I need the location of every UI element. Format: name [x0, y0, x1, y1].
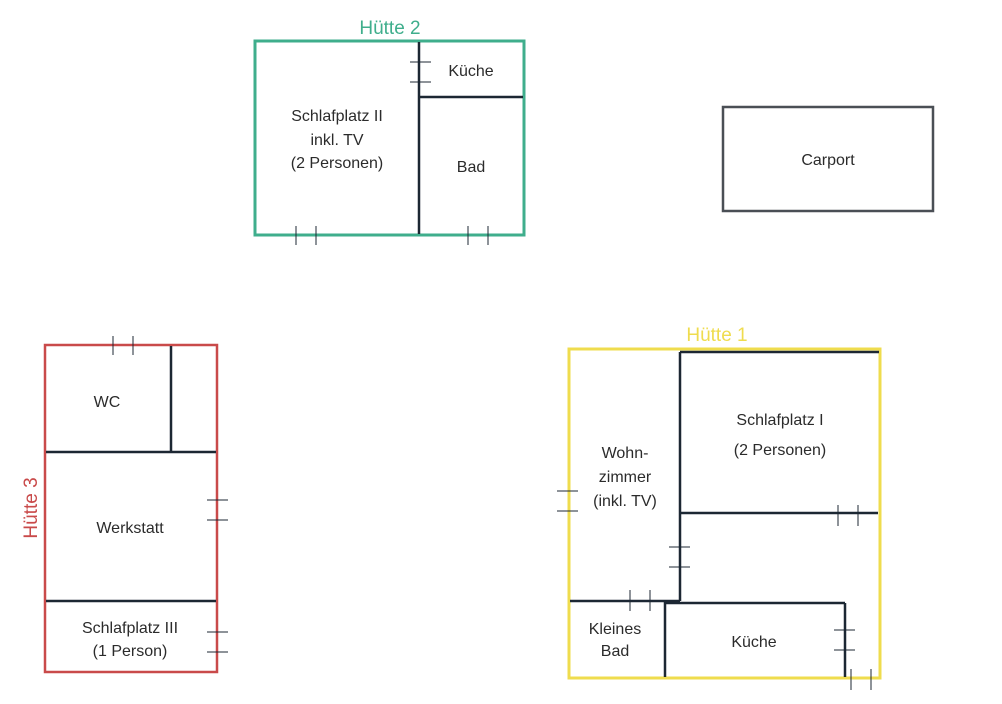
carport-label: Carport: [801, 152, 855, 169]
carport-outline: [721, 105, 935, 213]
room-label: WC: [94, 394, 121, 411]
carport: Carport: [721, 105, 935, 213]
huette-3-title: Hütte 3: [21, 477, 42, 538]
room-label: Bad: [457, 159, 485, 176]
room-label: Kleines: [589, 621, 641, 638]
door-icon: [295, 61, 489, 245]
room-label: Küche: [731, 634, 776, 651]
huette-2: Hütte 2 Schlafplatz II inkl. TV (2 Perso…: [253, 18, 526, 245]
huette-1: Hütte 1 Wohn- zimmer (inkl. TV) Schlafpl…: [557, 325, 882, 690]
room-label: inkl. TV: [310, 132, 363, 149]
huette-3-outline: [43, 343, 219, 674]
huette-1-outline: [567, 347, 882, 680]
room-label: (2 Personen): [291, 155, 384, 172]
room-label: (inkl. TV): [593, 493, 657, 510]
huette-3: Hütte 3 WC Werkstatt Schlafplatz III (1 …: [21, 336, 228, 674]
room-label: zimmer: [599, 469, 652, 486]
room-label: Werkstatt: [96, 520, 164, 537]
room-label: Bad: [601, 643, 629, 660]
huette-1-title: Hütte 1: [686, 325, 747, 346]
room-label: Schlafplatz II: [291, 108, 383, 125]
room-label: Wohn-: [602, 445, 649, 462]
room-label: Schlafplatz III: [82, 620, 178, 637]
door-icon: [557, 490, 872, 690]
room-label: (2 Personen): [734, 442, 827, 459]
room-label: Schlafplatz I: [736, 412, 823, 429]
door-icon: [112, 336, 228, 653]
room-label: (1 Person): [93, 643, 168, 660]
room-label: Küche: [448, 63, 493, 80]
huette-2-outline: [253, 39, 526, 237]
huette-2-title: Hütte 2: [359, 18, 420, 39]
